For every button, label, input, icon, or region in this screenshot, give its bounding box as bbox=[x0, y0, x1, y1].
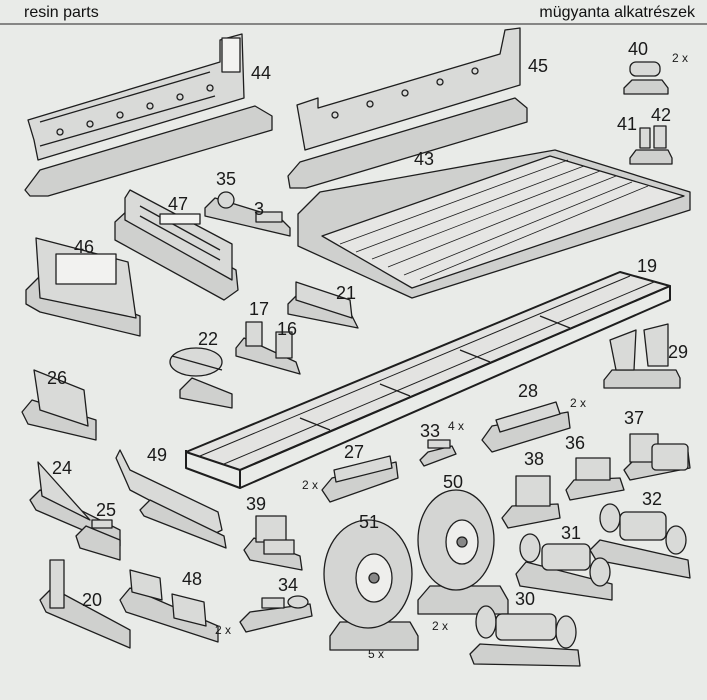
part-40-drawing bbox=[623, 61, 669, 95]
part-label-28: 28 bbox=[518, 381, 539, 401]
part-label-17: 17 bbox=[249, 299, 270, 319]
part-48-drawing bbox=[119, 569, 219, 643]
part-label-51: 51 bbox=[359, 512, 380, 532]
part-44-drawing bbox=[24, 33, 273, 197]
part-33-drawing bbox=[419, 439, 457, 467]
part-label-16: 16 bbox=[277, 319, 298, 339]
part-29-drawing bbox=[603, 323, 681, 389]
part-label-47: 47 bbox=[168, 194, 189, 214]
part-25-drawing bbox=[75, 519, 121, 561]
part-label-38: 38 bbox=[524, 449, 545, 469]
part-label-33: 33 bbox=[420, 421, 441, 441]
part-47-drawing bbox=[114, 189, 239, 301]
part-label-19: 19 bbox=[637, 256, 658, 276]
part-label-39: 39 bbox=[246, 494, 267, 514]
part-label-21: 21 bbox=[336, 283, 357, 303]
part-label-48: 48 bbox=[182, 569, 203, 589]
part-qty-40: 2 x bbox=[672, 51, 689, 65]
part-label-32: 32 bbox=[642, 489, 663, 509]
part-19-chassis-drawing bbox=[185, 271, 671, 489]
part-34-drawing bbox=[239, 595, 313, 633]
part-label-27: 27 bbox=[344, 442, 365, 462]
part-36-drawing bbox=[565, 457, 625, 501]
part-qty-48: 2 x bbox=[215, 623, 232, 637]
part-49-drawing bbox=[115, 449, 227, 549]
part-label-34: 34 bbox=[278, 575, 299, 595]
part-label-37: 37 bbox=[624, 408, 645, 428]
part-label-24: 24 bbox=[52, 458, 73, 478]
part-qty-51: 5 x bbox=[368, 647, 385, 661]
part-label-26: 26 bbox=[47, 368, 68, 388]
part-label-45: 45 bbox=[528, 56, 549, 76]
part-qty-33: 4 x bbox=[448, 419, 465, 433]
part-qty-28: 2 x bbox=[570, 396, 587, 410]
part-label-42: 42 bbox=[651, 105, 672, 125]
part-label-25: 25 bbox=[96, 500, 117, 520]
part-label-44: 44 bbox=[251, 63, 272, 83]
part-label-31: 31 bbox=[561, 523, 582, 543]
part-45-drawing bbox=[287, 27, 528, 189]
part-label-22: 22 bbox=[198, 329, 219, 349]
part-22-drawing bbox=[169, 347, 233, 409]
part-50-wheel-drawing bbox=[417, 489, 509, 615]
part-26-drawing bbox=[21, 369, 97, 441]
part-17-16-drawing bbox=[235, 321, 301, 375]
part-28-drawing bbox=[481, 401, 571, 453]
part-label-46: 46 bbox=[74, 237, 95, 257]
part-label-40: 40 bbox=[628, 39, 649, 59]
part-31-drawing bbox=[515, 533, 613, 601]
part-43-drawing bbox=[297, 149, 691, 299]
part-qty-50: 2 x bbox=[432, 619, 449, 633]
part-46-drawing bbox=[25, 237, 141, 337]
part-37-drawing bbox=[623, 433, 691, 481]
part-label-50: 50 bbox=[443, 472, 464, 492]
part-30-drawing bbox=[469, 605, 581, 667]
part-label-20: 20 bbox=[82, 590, 103, 610]
part-32-drawing bbox=[589, 503, 691, 579]
part-label-29: 29 bbox=[668, 342, 689, 362]
part-label-41: 41 bbox=[617, 114, 638, 134]
part-label-3: 3 bbox=[254, 199, 265, 219]
part-label-43: 43 bbox=[414, 149, 435, 169]
header-right-title: mügyanta alkatrészek bbox=[539, 4, 695, 21]
part-39-drawing bbox=[243, 515, 303, 571]
part-51-wheel-drawing bbox=[323, 519, 419, 651]
header-left-title: resin parts bbox=[24, 4, 99, 21]
part-20-drawing bbox=[39, 559, 131, 649]
part-label-36: 36 bbox=[565, 433, 586, 453]
part-qty-27: 2 x bbox=[302, 478, 319, 492]
part-38-drawing bbox=[501, 475, 561, 529]
part-27-drawing bbox=[321, 455, 399, 503]
part-label-49: 49 bbox=[147, 445, 168, 465]
part-35-3-drawing bbox=[204, 191, 291, 237]
part-21-drawing bbox=[287, 281, 359, 329]
part-label-30: 30 bbox=[515, 589, 536, 609]
part-41-42-drawing bbox=[629, 125, 673, 165]
part-label-35: 35 bbox=[216, 169, 237, 189]
